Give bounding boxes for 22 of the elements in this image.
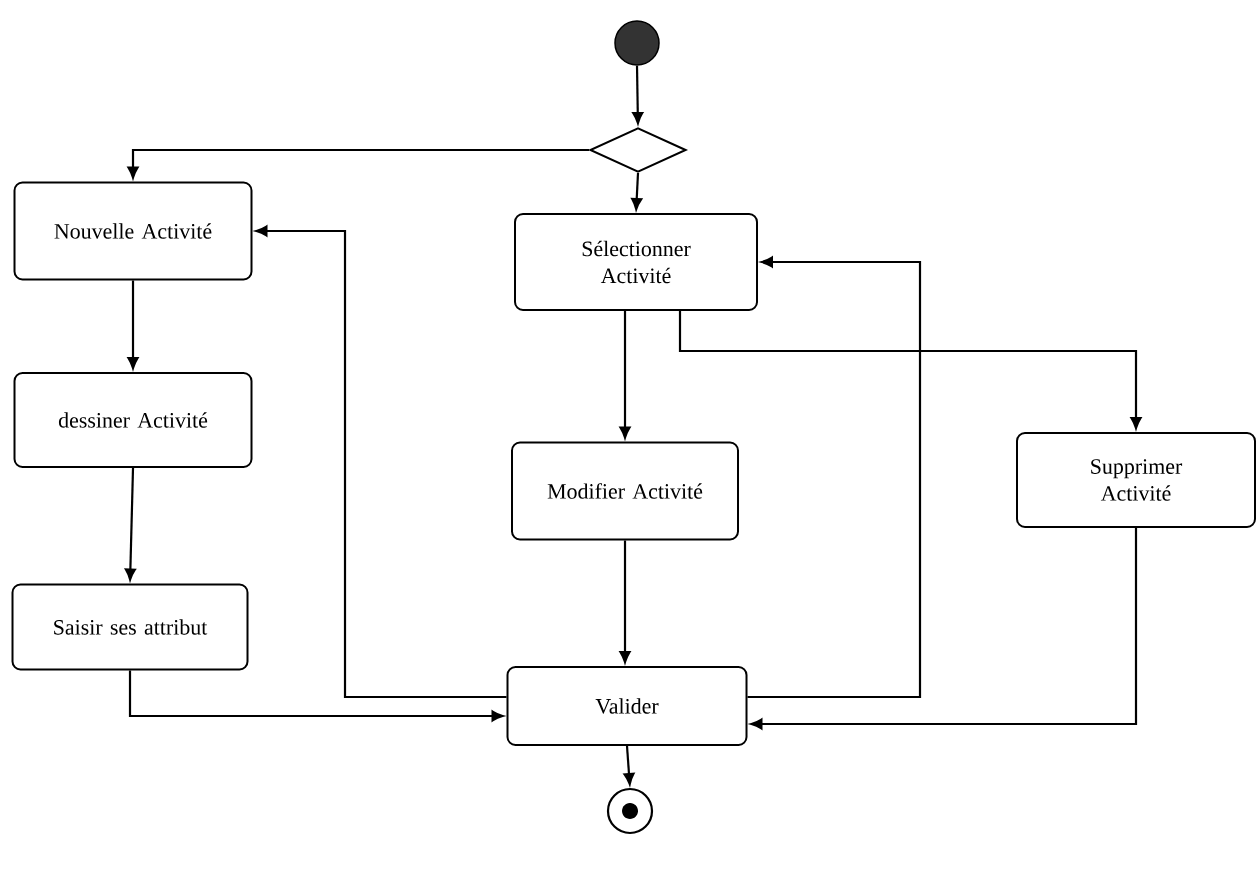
- arrow: [127, 280, 139, 370]
- activity-box: Nouvelle Activité: [13, 181, 253, 281]
- arrow: [678, 311, 1142, 430]
- activity-box: Saisir ses attribut: [11, 583, 249, 671]
- arrow: [747, 256, 922, 699]
- arrow: [623, 745, 635, 786]
- arrow: [750, 528, 1138, 730]
- activity-box: Valider: [506, 666, 748, 746]
- arrow: [631, 172, 643, 211]
- activity-box: Supprimer Activité: [1016, 432, 1256, 528]
- activity-box: dessiner Activité: [13, 372, 253, 468]
- start-node: [614, 20, 660, 66]
- arrow: [127, 148, 589, 179]
- end-node: [606, 787, 654, 835]
- activity-box: Sélectionner Activité: [514, 213, 758, 311]
- arrow: [255, 225, 507, 699]
- arrow: [128, 670, 504, 722]
- arrow: [124, 467, 136, 581]
- arrow: [619, 311, 631, 439]
- activity-box: Modifier Activité: [511, 441, 739, 541]
- arrow: [619, 540, 631, 664]
- arrow: [632, 65, 644, 125]
